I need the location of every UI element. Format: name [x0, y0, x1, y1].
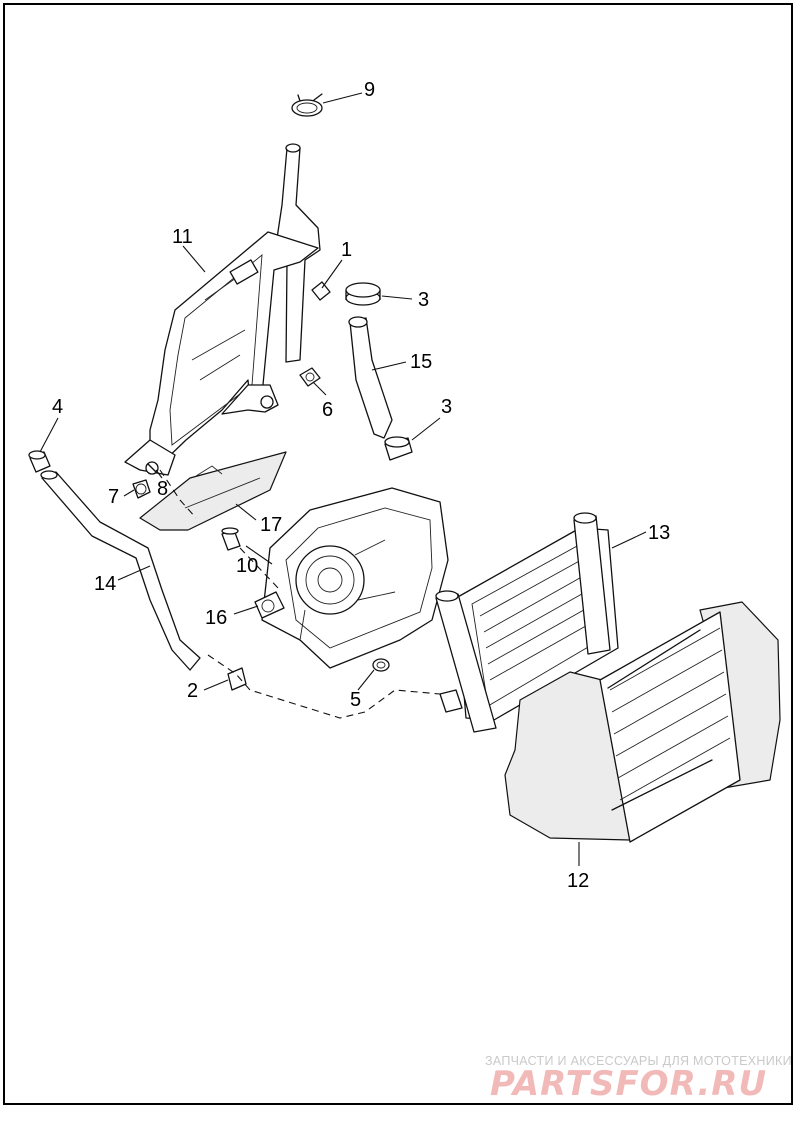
part-5-grommet: [372, 658, 390, 672]
callout-9: 9: [364, 79, 375, 101]
callout-7: 7: [108, 486, 119, 508]
guide-line-2: [159, 469, 197, 519]
part-7-screw: [132, 479, 151, 499]
callout-15: 15: [410, 351, 432, 373]
callout-14: 14: [94, 573, 116, 595]
part-3-clamp-lower: [384, 436, 413, 461]
part-12-guard: [504, 601, 781, 843]
part-15-hose: [348, 316, 393, 439]
fan-shroud-housing: [261, 487, 449, 669]
callout-17: 17: [260, 514, 282, 536]
part-4-cap: [28, 450, 51, 473]
part-3-clamp-upper: [345, 282, 381, 306]
part-16-fitting: [254, 591, 285, 619]
callout-4: 4: [52, 396, 63, 418]
part-9-hose-clamp: [291, 93, 323, 117]
part-11-bracket-with-pipe: [124, 143, 321, 476]
part-1-bolt: [311, 281, 331, 301]
callout-8: 8: [157, 478, 168, 500]
part-2-connector: [227, 667, 247, 691]
part-13-radiator: [435, 512, 619, 733]
part-17-cover: [139, 451, 287, 531]
callout-5: 5: [350, 689, 361, 711]
callout-3-upper: 3: [418, 289, 429, 311]
watermark-logo: PARTSFOR.RU: [490, 1064, 768, 1104]
callout-11: 11: [172, 226, 193, 248]
wire-path: [207, 654, 441, 719]
callout-13: 13: [648, 522, 670, 544]
part-14-hose: [40, 470, 201, 671]
callout-6: 6: [322, 399, 333, 421]
diagram-frame: [3, 3, 793, 1105]
guide-line: [239, 547, 281, 591]
part-10-bolt: [221, 527, 241, 551]
callout-3-lower: 3: [441, 396, 452, 418]
callout-10: 10: [236, 555, 258, 577]
callout-2: 2: [187, 680, 198, 702]
callout-1: 1: [341, 239, 352, 261]
callout-16: 16: [205, 607, 227, 629]
leader-lines: [39, 92, 647, 866]
part-6-clip: [299, 367, 321, 387]
callout-12: 12: [567, 870, 589, 892]
watermark-tagline: ЗАПЧАСТИ И АКСЕССУАРЫ ДЛЯ МОТОТЕХНИКИ: [485, 1054, 792, 1068]
part-8-screw: [145, 461, 159, 475]
